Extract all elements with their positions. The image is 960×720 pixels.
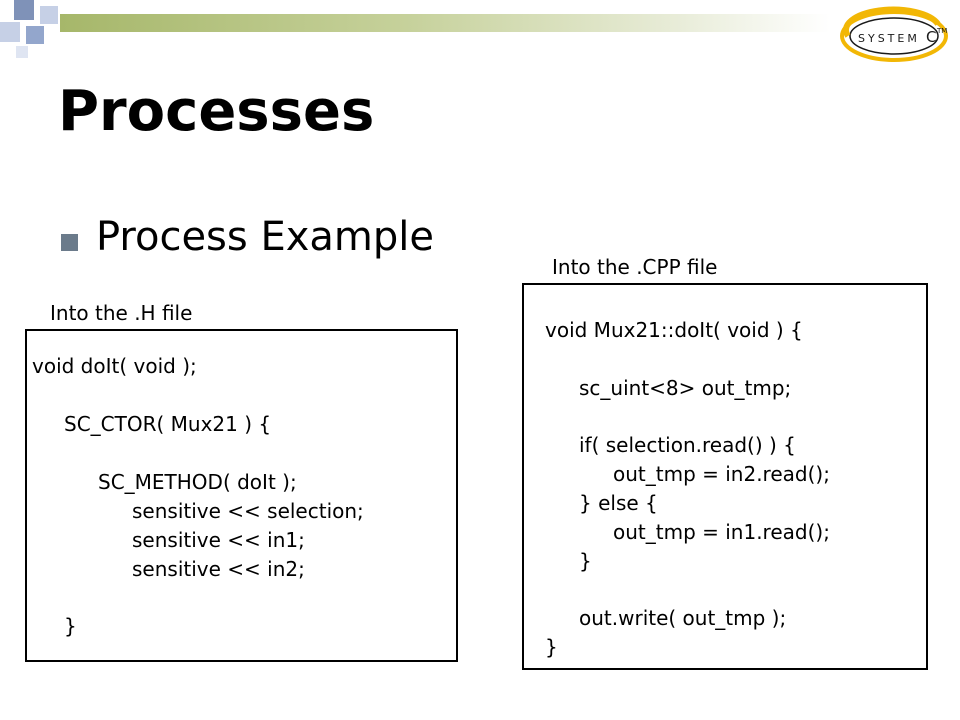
- code-line: out.write( out_tmp );: [579, 606, 787, 630]
- header-gradient-bar: [60, 14, 830, 32]
- code-line: out_tmp = in1.read();: [613, 520, 830, 544]
- code-line: }: [64, 614, 77, 638]
- h-code-box: void doIt( void ); SC_CTOR( Mux21 ) { SC…: [25, 329, 458, 662]
- svg-text:TM: TM: [936, 27, 947, 35]
- svg-text:C: C: [926, 28, 936, 46]
- code-line: }: [579, 549, 592, 573]
- decor-square: [40, 6, 58, 24]
- decor-square: [14, 0, 34, 20]
- decor-square: [16, 46, 28, 58]
- bullet-text: Process Example: [96, 214, 434, 260]
- code-line: } else {: [579, 491, 658, 515]
- code-line: }: [545, 635, 558, 659]
- bullet-marker: [61, 234, 78, 251]
- decor-square: [26, 26, 44, 44]
- code-line: void Mux21::doIt( void ) {: [545, 318, 803, 342]
- code-line: void doIt( void );: [32, 354, 197, 378]
- svg-text:SYSTEM: SYSTEM: [858, 32, 920, 45]
- code-line: if( selection.read() ) {: [579, 433, 796, 457]
- cpp-code-box: void Mux21::doIt( void ) { sc_uint<8> ou…: [522, 283, 928, 670]
- code-line: SC_CTOR( Mux21 ) {: [64, 412, 272, 436]
- code-line: sc_uint<8> out_tmp;: [579, 376, 792, 400]
- code-line: SC_METHOD( doIt );: [98, 470, 297, 494]
- code-line: out_tmp = in2.read();: [613, 462, 830, 486]
- page-title: Processes: [58, 79, 375, 144]
- code-line: sensitive << in2;: [132, 557, 305, 581]
- systemc-logo: SYSTEM C TM: [840, 6, 948, 62]
- code-line: sensitive << selection;: [132, 499, 364, 523]
- h-file-caption: Into the .H file: [50, 301, 193, 325]
- cpp-file-caption: Into the .CPP file: [552, 255, 718, 279]
- code-line: sensitive << in1;: [132, 528, 305, 552]
- decor-square: [0, 22, 20, 42]
